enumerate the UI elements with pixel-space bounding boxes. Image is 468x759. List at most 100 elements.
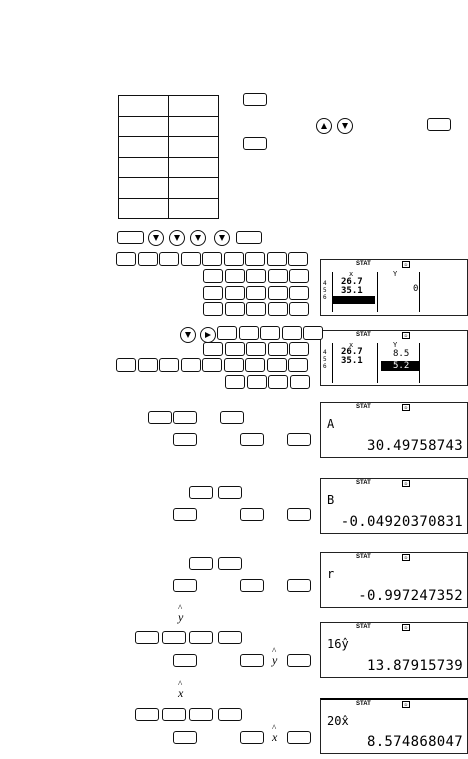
key[interactable] <box>173 579 197 592</box>
key[interactable] <box>281 326 302 340</box>
down-arrow-key-icon[interactable] <box>148 230 164 246</box>
key[interactable] <box>189 557 213 570</box>
key[interactable] <box>173 433 197 446</box>
down-arrow-key-icon[interactable] <box>214 230 230 246</box>
key[interactable] <box>246 286 266 300</box>
key[interactable] <box>288 358 308 372</box>
key[interactable] <box>289 286 309 300</box>
key[interactable] <box>203 286 223 300</box>
degree-mode-indicator: D <box>402 701 410 708</box>
key[interactable] <box>225 375 245 389</box>
key[interactable] <box>287 433 311 446</box>
key[interactable] <box>245 358 265 372</box>
key[interactable] <box>287 731 311 744</box>
y-values: 8.5 <box>393 349 410 359</box>
key[interactable] <box>266 252 287 266</box>
key[interactable] <box>148 411 172 424</box>
key[interactable] <box>159 252 179 266</box>
down-arrow-key-icon[interactable] <box>169 230 185 246</box>
key[interactable] <box>287 579 311 592</box>
key[interactable] <box>267 269 288 283</box>
key[interactable] <box>117 231 144 244</box>
key[interactable] <box>260 326 280 340</box>
key[interactable] <box>289 269 309 283</box>
up-arrow-key-icon[interactable] <box>316 118 332 134</box>
key[interactable] <box>289 375 310 389</box>
key[interactable] <box>243 93 267 106</box>
key[interactable] <box>224 286 245 300</box>
key[interactable] <box>135 631 159 644</box>
key[interactable] <box>203 269 223 283</box>
calculator-display: STAT D A 30.49758743 <box>320 402 468 458</box>
key[interactable] <box>246 302 266 316</box>
right-arrow-key-icon[interactable] <box>200 327 216 343</box>
key[interactable] <box>218 557 242 570</box>
key[interactable] <box>224 302 245 316</box>
key[interactable] <box>289 302 309 316</box>
key[interactable] <box>267 302 288 316</box>
key[interactable] <box>245 252 265 266</box>
key[interactable] <box>223 252 244 266</box>
key[interactable] <box>180 252 201 266</box>
calculator-display: STAT D B -0.04920370831 <box>320 478 468 534</box>
key[interactable] <box>267 286 288 300</box>
key[interactable] <box>240 579 264 592</box>
key[interactable] <box>243 137 267 150</box>
key[interactable] <box>203 302 223 316</box>
key[interactable] <box>288 252 308 266</box>
key[interactable] <box>162 631 186 644</box>
key[interactable] <box>267 342 288 356</box>
key[interactable] <box>116 252 136 266</box>
key[interactable] <box>173 411 197 424</box>
key[interactable] <box>220 411 244 424</box>
key[interactable] <box>189 631 213 644</box>
down-arrow-key-icon[interactable] <box>337 118 353 134</box>
stat-indicator: STAT <box>356 701 371 707</box>
key[interactable] <box>240 433 264 446</box>
key[interactable] <box>240 508 264 521</box>
down-arrow-key-icon[interactable] <box>180 327 196 343</box>
key[interactable] <box>180 358 201 372</box>
key[interactable] <box>240 654 264 667</box>
key[interactable] <box>268 375 288 389</box>
key[interactable] <box>303 326 323 340</box>
key[interactable] <box>287 508 311 521</box>
key[interactable] <box>162 708 186 721</box>
x-column-header: x <box>349 270 354 278</box>
key[interactable] <box>240 731 264 744</box>
key[interactable] <box>238 326 259 340</box>
key[interactable] <box>217 326 237 340</box>
key[interactable] <box>427 118 451 131</box>
key[interactable] <box>224 342 245 356</box>
key[interactable] <box>203 342 223 356</box>
key[interactable] <box>135 708 159 721</box>
key[interactable] <box>218 631 242 644</box>
key[interactable] <box>189 708 213 721</box>
key[interactable] <box>116 358 136 372</box>
key[interactable] <box>287 654 311 667</box>
key[interactable] <box>218 486 242 499</box>
key[interactable] <box>173 654 197 667</box>
key[interactable] <box>173 508 197 521</box>
expression: A <box>327 417 335 431</box>
key[interactable] <box>246 342 266 356</box>
key[interactable] <box>266 358 287 372</box>
key[interactable] <box>246 375 267 389</box>
key[interactable] <box>137 358 158 372</box>
key[interactable] <box>223 358 244 372</box>
key[interactable] <box>246 269 266 283</box>
key[interactable] <box>224 269 245 283</box>
key[interactable] <box>173 731 197 744</box>
key[interactable] <box>236 231 262 244</box>
key[interactable] <box>202 252 222 266</box>
key[interactable] <box>159 358 179 372</box>
key[interactable] <box>189 486 213 499</box>
key[interactable] <box>289 342 309 356</box>
stat-indicator: STAT <box>356 480 371 486</box>
key[interactable] <box>202 358 222 372</box>
key[interactable] <box>218 708 242 721</box>
down-arrow-key-icon[interactable] <box>190 230 206 246</box>
key[interactable] <box>137 252 158 266</box>
